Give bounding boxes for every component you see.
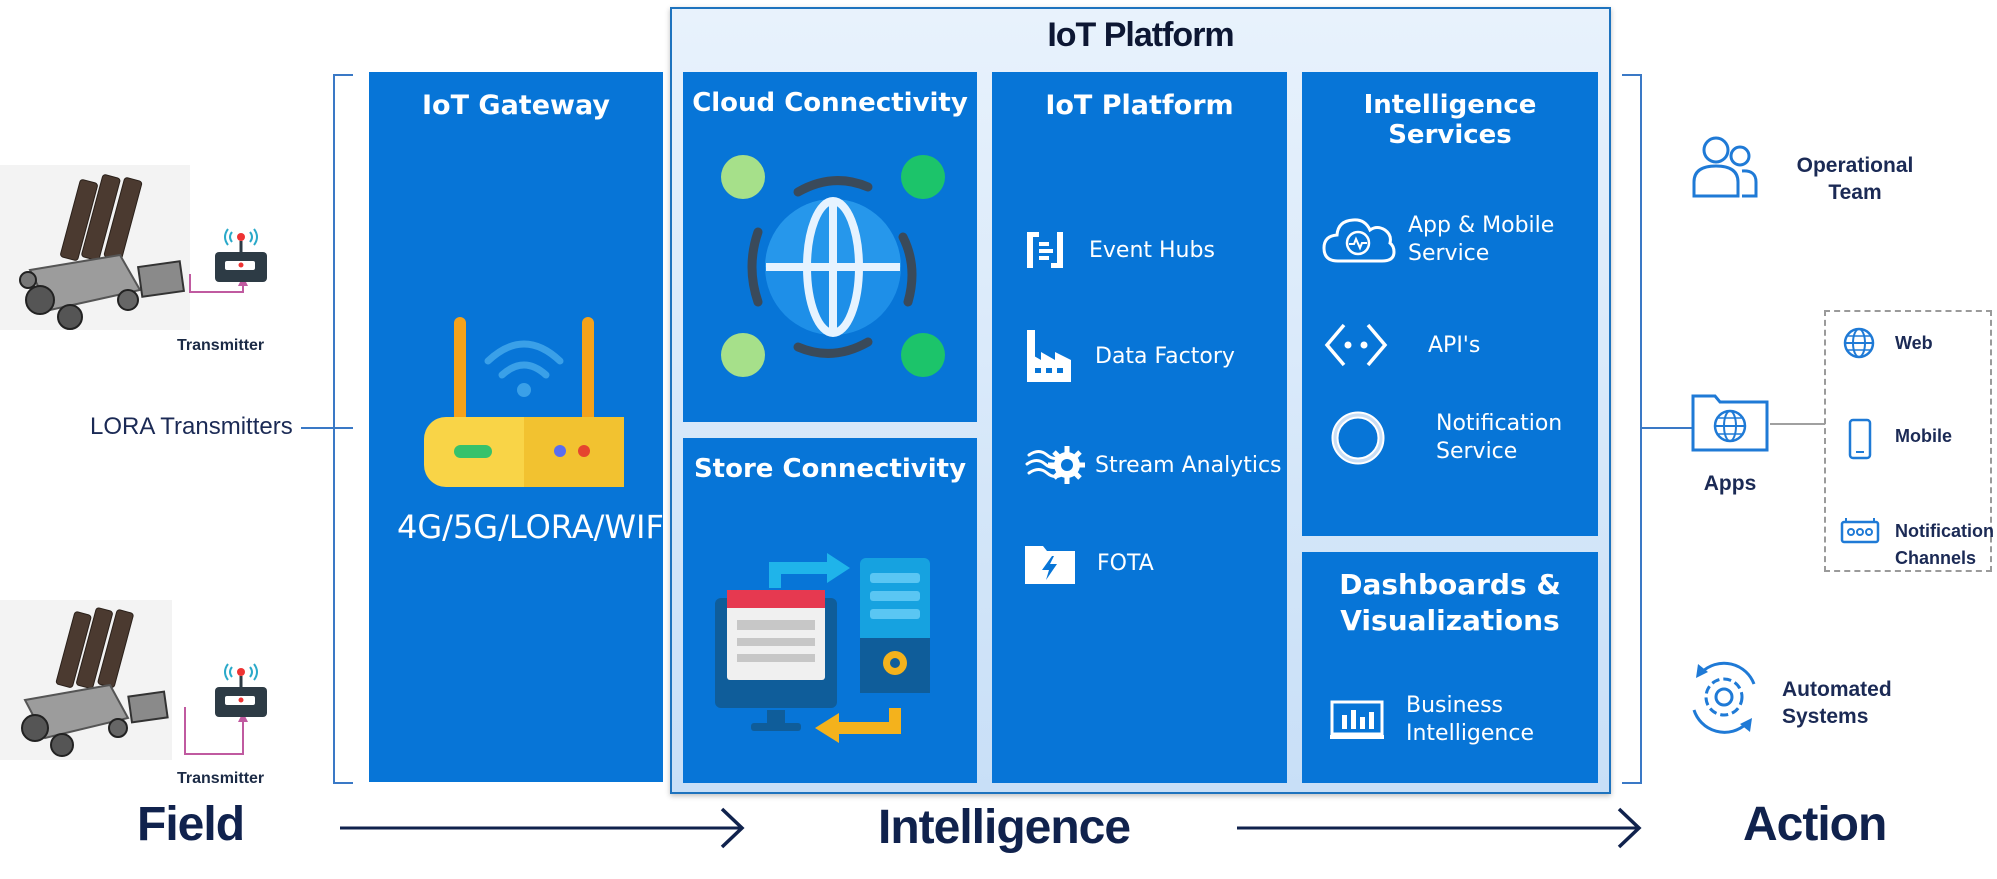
intelligence-services-title: Intelligence Services <box>1363 90 1537 150</box>
field-device-2 <box>0 600 195 775</box>
dashboards-title-line2: Visualizations <box>1340 604 1560 637</box>
lora-transmitters-label: LORA Transmitters <box>90 413 293 440</box>
data-factory-label: Data Factory <box>1095 343 1235 369</box>
automated-systems-label: Automated Systems <box>1782 676 1912 730</box>
field-device-1 <box>0 160 195 335</box>
apps-connector-line-left <box>1642 427 1694 429</box>
right-bracket <box>1622 74 1642 784</box>
arrow-right-icon <box>1237 807 1642 849</box>
business-intelligence-item: Business Intelligence <box>1330 692 1534 748</box>
fota-folder-icon <box>1025 546 1075 584</box>
globe-network-icon <box>721 155 945 377</box>
stream-analytics-item: Stream Analytics <box>1025 440 1282 490</box>
mobile-phone-icon <box>1848 418 1872 460</box>
ring-icon <box>1331 411 1385 465</box>
action-caption: Action <box>1743 798 1887 851</box>
app-mobile-service-label-2: Service <box>1408 241 1490 266</box>
transmitter-link-2 <box>127 663 267 755</box>
arrow-right-icon <box>340 807 745 849</box>
bar-chart-icon <box>1330 700 1384 739</box>
notification-channels-line1: Notification <box>1895 521 1994 541</box>
gateway-protocols: 4G/5G/LORA/WIF <box>397 508 664 546</box>
data-transfer-icon <box>715 553 930 743</box>
team-users-icon <box>1692 136 1758 198</box>
business-intelligence-label-2: Intelligence <box>1406 721 1535 746</box>
notification-service-item: Notification Service <box>1330 410 1562 466</box>
fota-label: FOTA <box>1097 550 1154 576</box>
apps-connector-line-right <box>1770 423 1825 425</box>
transmitter-label: Transmitter <box>177 337 265 354</box>
field-caption: Field <box>137 798 245 851</box>
transmitter-link-1 <box>136 228 267 298</box>
operational-team-line2: Team <box>1828 181 1882 204</box>
web-globe-icon <box>1843 327 1875 359</box>
web-channel-label: Web <box>1895 333 1933 353</box>
wifi-router-icon <box>424 317 624 487</box>
fota-item: FOTA <box>1025 542 1154 584</box>
mobile-channel-label: Mobile <box>1895 426 1952 446</box>
notification-channels-line2: Channels <box>1895 548 1977 568</box>
robot-device-illustration <box>0 165 190 330</box>
intelligence-caption: Intelligence <box>878 801 1131 854</box>
event-hubs-item: Event Hubs <box>1025 230 1215 270</box>
store-connectivity-panel: Store Connectivity <box>683 438 977 783</box>
dashboards-title-line1: Dashboards & <box>1339 568 1561 601</box>
robot-device-illustration <box>0 600 172 760</box>
data-factory-icon <box>1027 330 1071 382</box>
apis-label: API's <box>1428 332 1481 358</box>
dashboards-panel: Dashboards & Visualizations Business Int… <box>1302 552 1598 783</box>
stream-analytics-icon <box>1025 446 1085 484</box>
data-factory-item: Data Factory <box>1025 330 1235 382</box>
store-connectivity-title: Store Connectivity <box>693 454 967 484</box>
cloud-icon <box>1322 218 1396 263</box>
iot-platform-panel: IoT Platform Event Hubs Data Factory <box>992 72 1287 783</box>
iot-gateway-panel: IoT Gateway 4G/5G/LORA/WIF <box>369 72 664 782</box>
app-mobile-service-label-1: App & Mobile <box>1408 213 1555 238</box>
notification-service-label-1: Notification <box>1436 411 1563 436</box>
stream-analytics-label: Stream Analytics <box>1095 452 1282 478</box>
operational-team-line1: Operational <box>1796 154 1914 177</box>
platform-title: IoT Platform <box>1047 16 1234 54</box>
left-bracket <box>333 74 353 784</box>
lora-connector-line <box>301 427 353 429</box>
transmitter-label: Transmitter <box>177 770 265 787</box>
automated-systems-line1: Automated <box>1782 678 1892 701</box>
notification-service-label-2: Service <box>1436 439 1518 464</box>
gateway-title: IoT Gateway <box>422 90 610 121</box>
notification-device-icon <box>1840 518 1880 544</box>
business-intelligence-label-1: Business <box>1406 693 1504 718</box>
cloud-connectivity-title: Cloud Connectivity <box>692 88 968 118</box>
cloud-connectivity-panel: Cloud Connectivity <box>683 72 977 422</box>
iot-platform-subtitle: IoT Platform <box>1045 90 1234 121</box>
notification-channels-box <box>1824 310 1992 572</box>
api-icon <box>1324 323 1388 367</box>
apps-label: Apps <box>1703 472 1757 495</box>
apis-item: API's <box>1324 320 1480 370</box>
event-hubs-label: Event Hubs <box>1089 237 1215 263</box>
intelligence-services-panel: Intelligence Services App & Mobile Servi… <box>1302 72 1598 536</box>
notification-channels-label: Notification Channels <box>1895 518 1994 572</box>
app-mobile-service-item: App & Mobile Service <box>1322 212 1554 268</box>
automated-gear-icon <box>1692 661 1756 734</box>
automated-systems-line2: Systems <box>1782 705 1869 728</box>
apps-folder-icon <box>1691 394 1769 452</box>
operational-team-label: Operational Team <box>1790 152 1920 206</box>
event-hubs-icon <box>1027 232 1063 268</box>
